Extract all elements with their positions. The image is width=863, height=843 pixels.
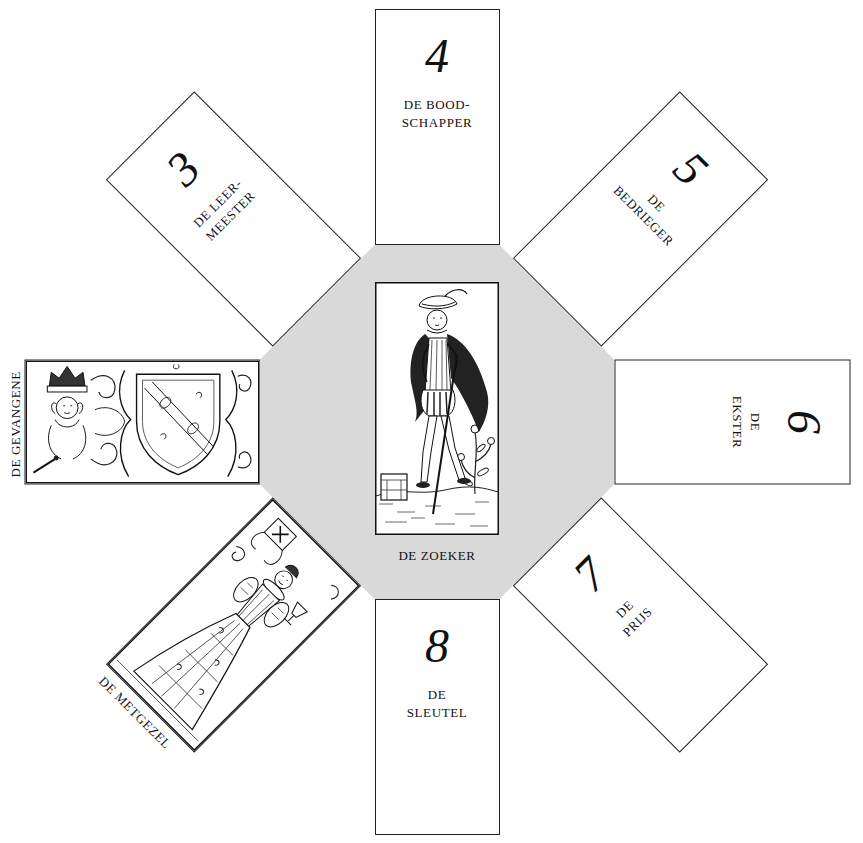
card-title: DE PRIJS — [606, 591, 656, 641]
tarot-card: DE GEVANGENE — [24, 360, 260, 485]
card-title: DE SLEUTEL — [407, 686, 468, 721]
card-art — [25, 361, 259, 484]
card-number: 4 — [376, 32, 499, 80]
card-caption: DE ZOEKER — [260, 547, 614, 565]
card-title: DE GEVANGENE — [6, 361, 24, 484]
seeker-card-art — [376, 283, 499, 535]
card-number: 8 — [376, 622, 499, 670]
card-title: DE BOOD- SCHAPPER — [382, 96, 492, 131]
tarot-card: 8 DE SLEUTEL — [375, 599, 500, 835]
card-number: 6 — [779, 361, 827, 484]
tarot-card: 4 DE BOOD- SCHAPPER — [375, 9, 500, 245]
card-title: DE EKSTER — [728, 396, 763, 449]
tarot-card: 6 DE EKSTER — [614, 360, 850, 485]
card-illustration — [26, 361, 259, 483]
